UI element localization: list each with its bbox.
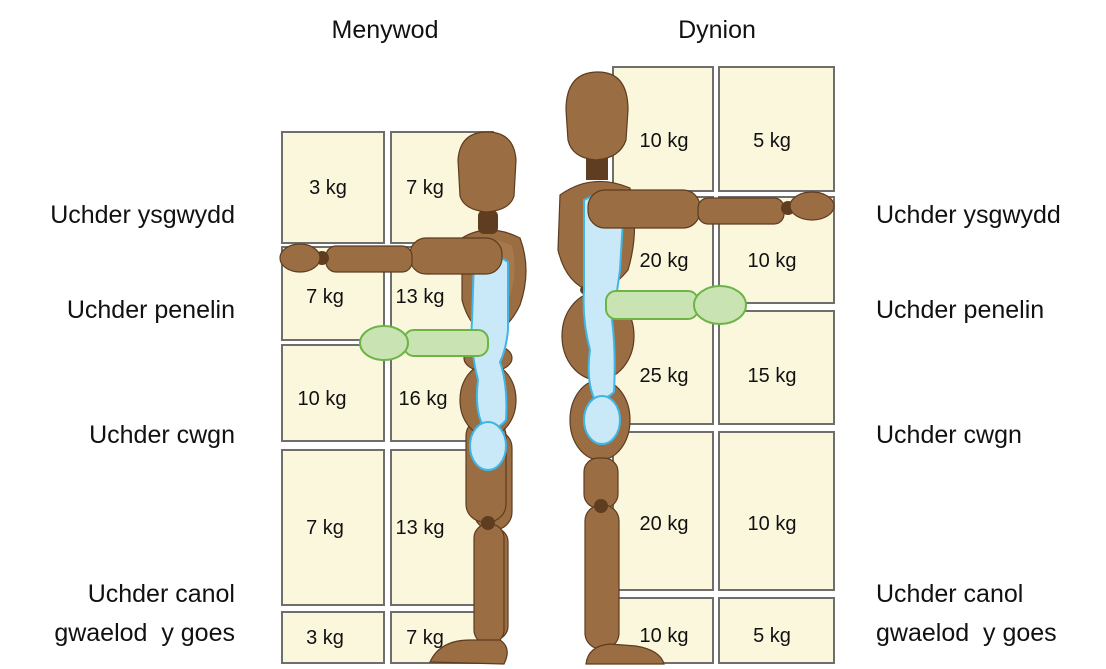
- women-weight-r3-far: 10 kg: [298, 388, 347, 410]
- left-label-knuckle: Uchder cwgn: [89, 421, 235, 449]
- men-weight-r3-far: 15 kg: [748, 365, 797, 387]
- men-weight-r5-close: 10 kg: [640, 625, 689, 647]
- men-weight-r3-close: 25 kg: [640, 365, 689, 387]
- left-label-lowerleg-2: gwaelod y goes: [54, 619, 235, 647]
- women-weight-r5-far: 3 kg: [306, 627, 344, 649]
- women-weight-r1-close: 7 kg: [406, 177, 444, 199]
- men-weight-r2-close: 20 kg: [640, 250, 689, 272]
- men-weight-r1-far: 5 kg: [753, 130, 791, 152]
- right-label-shoulder: Uchder ysgwydd: [876, 201, 1061, 229]
- men-weight-r2-far: 10 kg: [748, 250, 797, 272]
- men-box-r4-far: [719, 432, 834, 590]
- right-label-elbow: Uchder penelin: [876, 296, 1044, 324]
- men-weight-r4-close: 20 kg: [640, 513, 689, 535]
- women-weight-r4-close: 13 kg: [396, 517, 445, 539]
- men-box-r4-close: [613, 432, 713, 590]
- right-label-lowerleg-1: Uchder canol: [876, 580, 1023, 608]
- men-weight-r5-far: 5 kg: [753, 625, 791, 647]
- women-weight-r4-far: 7 kg: [306, 517, 344, 539]
- right-label-knuckle: Uchder cwgn: [876, 421, 1022, 449]
- right-label-lowerleg-2: gwaelod y goes: [876, 619, 1057, 647]
- women-weight-r2-far: 7 kg: [306, 286, 344, 308]
- women-weight-r1-far: 3 kg: [309, 177, 347, 199]
- left-label-elbow: Uchder penelin: [67, 296, 235, 324]
- women-header: Menywod: [332, 16, 439, 44]
- women-weight-r2-close: 13 kg: [396, 286, 445, 308]
- left-label-lowerleg-1: Uchder canol: [88, 580, 235, 608]
- women-weight-r5-close: 7 kg: [406, 627, 444, 649]
- men-weight-r1-close: 10 kg: [640, 130, 689, 152]
- men-box-r1-close: [613, 67, 713, 191]
- men-box-r1-far: [719, 67, 834, 191]
- men-weight-r4-far: 10 kg: [748, 513, 797, 535]
- men-header: Dynion: [678, 16, 756, 44]
- left-label-shoulder: Uchder ysgwydd: [50, 201, 235, 229]
- women-weight-r3-close: 16 kg: [399, 388, 448, 410]
